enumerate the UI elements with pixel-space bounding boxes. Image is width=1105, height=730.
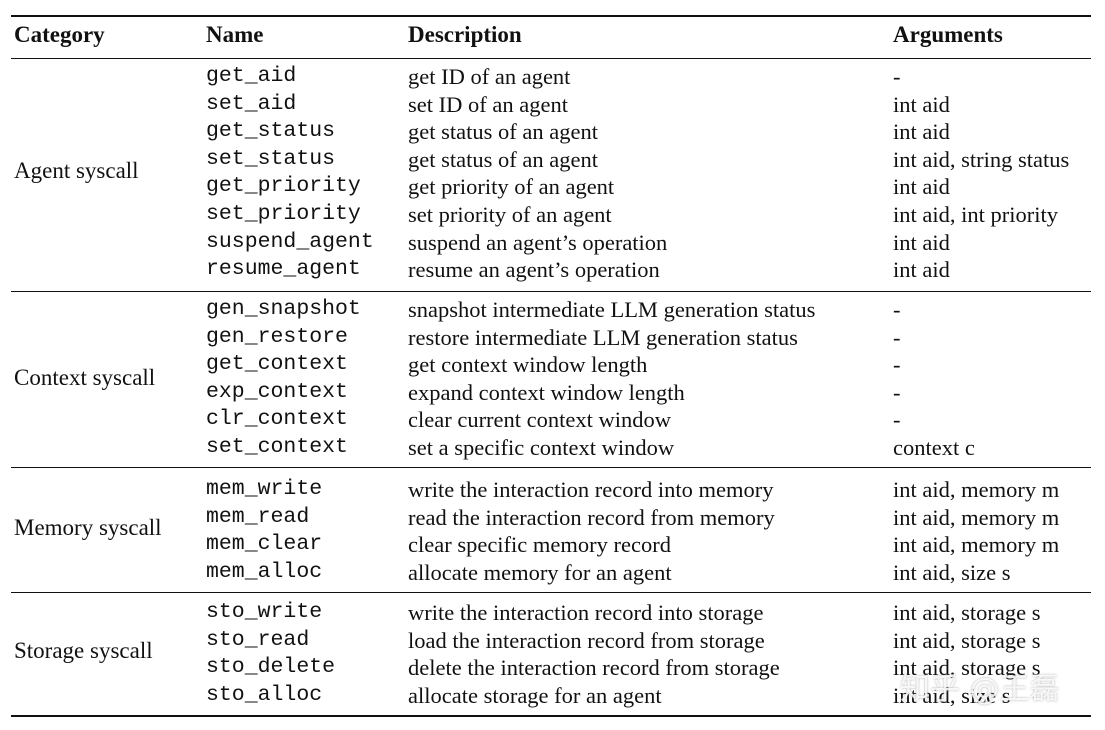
syscall-arguments: context c: [893, 435, 975, 460]
bottom-rule: [11, 715, 1091, 717]
syscall-name: sto_read: [206, 627, 310, 652]
category-label: Context syscall: [14, 365, 156, 390]
syscall-name: mem_write: [206, 477, 323, 501]
syscall-description: get status of an agent: [408, 146, 598, 172]
syscall-description: expand context window length: [408, 379, 685, 405]
syscall-name: gen_snapshot: [206, 297, 361, 321]
syscall-name: clr_context: [206, 407, 348, 432]
syscall-name: mem_alloc: [206, 559, 323, 584]
syscall-arguments: -: [893, 324, 901, 350]
syscall-description: clear current context window: [408, 407, 672, 433]
header-category: Category: [14, 22, 105, 47]
syscall-arguments: int aid: [893, 257, 950, 283]
header-rule: [11, 58, 1091, 59]
syscall-name: sto_alloc: [206, 682, 323, 707]
syscall-name: get_aid: [206, 64, 297, 88]
syscall-name: set_status: [206, 146, 336, 171]
syscall-name: set_context: [206, 435, 348, 459]
syscall-name: gen_restore: [206, 324, 348, 349]
header-arguments: Arguments: [893, 22, 1003, 47]
syscall-name: get_priority: [206, 174, 361, 199]
syscall-arguments: int aid, storage s: [893, 600, 1041, 625]
syscall-description: resume an agent’s operation: [408, 257, 660, 283]
syscall-description: get ID of an agent: [408, 64, 571, 89]
syscall-description: clear specific memory record: [408, 532, 671, 558]
syscall-arguments: -: [893, 352, 901, 378]
syscall-description: set ID of an agent: [408, 91, 568, 117]
syscall-arguments: int aid, memory m: [893, 532, 1060, 558]
syscall-description: set a specific context window: [408, 435, 675, 460]
syscall-description: get status of an agent: [408, 119, 598, 145]
category-label: Agent syscall: [14, 158, 139, 183]
top-rule: [11, 15, 1091, 17]
group-separator: [11, 592, 1091, 593]
header-description: Description: [408, 22, 522, 47]
syscall-arguments: int aid, size s: [893, 559, 1011, 585]
header-name: Name: [206, 22, 264, 47]
syscall-arguments: int aid, storage s: [893, 655, 1041, 681]
syscall-description: allocate storage for an agent: [408, 682, 662, 708]
category-label: Memory syscall: [14, 515, 162, 540]
syscall-arguments: int aid: [893, 174, 950, 200]
syscall-name: sto_write: [206, 600, 323, 624]
syscall-arguments: int aid: [893, 119, 950, 145]
syscall-description: get priority of an agent: [408, 174, 615, 200]
syscall-arguments: int aid, memory m: [893, 504, 1060, 530]
syscall-arguments: -: [893, 407, 901, 433]
syscall-arguments: int aid: [893, 229, 950, 255]
syscall-name: set_priority: [206, 202, 361, 226]
watermark: 知乎 @王磊: [900, 672, 1060, 707]
syscall-description: restore intermediate LLM generation stat…: [408, 324, 798, 350]
syscall-arguments: -: [893, 64, 901, 89]
group-separator: [11, 291, 1091, 292]
syscall-name: exp_context: [206, 379, 348, 404]
syscall-name: get_status: [206, 119, 336, 144]
syscall-name: mem_read: [206, 504, 310, 529]
syscall-description: get context window length: [408, 352, 648, 378]
syscall-description: suspend an agent’s operation: [408, 229, 668, 255]
syscall-name: get_context: [206, 352, 348, 377]
syscall-description: set priority of an agent: [408, 202, 612, 227]
syscall-description: delete the interaction record from stora…: [408, 655, 780, 681]
syscall-description: write the interaction record into storag…: [408, 600, 764, 625]
syscall-name: resume_agent: [206, 257, 361, 282]
syscall-name: set_aid: [206, 91, 297, 116]
syscall-arguments: int aid: [893, 91, 950, 117]
syscall-arguments: int aid, string status: [893, 146, 1070, 172]
syscall-description: snapshot intermediate LLM generation sta…: [408, 297, 816, 322]
syscall-name: mem_clear: [206, 532, 323, 557]
syscall-arguments: int aid, storage s: [893, 627, 1041, 653]
syscall-arguments: -: [893, 379, 901, 405]
syscall-description: read the interaction record from memory: [408, 504, 775, 530]
syscall-description: load the interaction record from storage: [408, 627, 765, 653]
syscall-description: write the interaction record into memory: [408, 477, 774, 502]
syscall-arguments: int aid, int priority: [893, 202, 1058, 227]
category-label: Storage syscall: [14, 638, 153, 663]
syscall-name: suspend_agent: [206, 229, 374, 254]
syscall-arguments: int aid, memory m: [893, 477, 1060, 502]
syscall-arguments: int aid, size s: [893, 682, 1011, 708]
syscall-name: sto_delete: [206, 655, 336, 680]
group-separator: [11, 467, 1091, 468]
syscall-description: allocate memory for an agent: [408, 559, 672, 585]
syscall-arguments: -: [893, 297, 901, 322]
